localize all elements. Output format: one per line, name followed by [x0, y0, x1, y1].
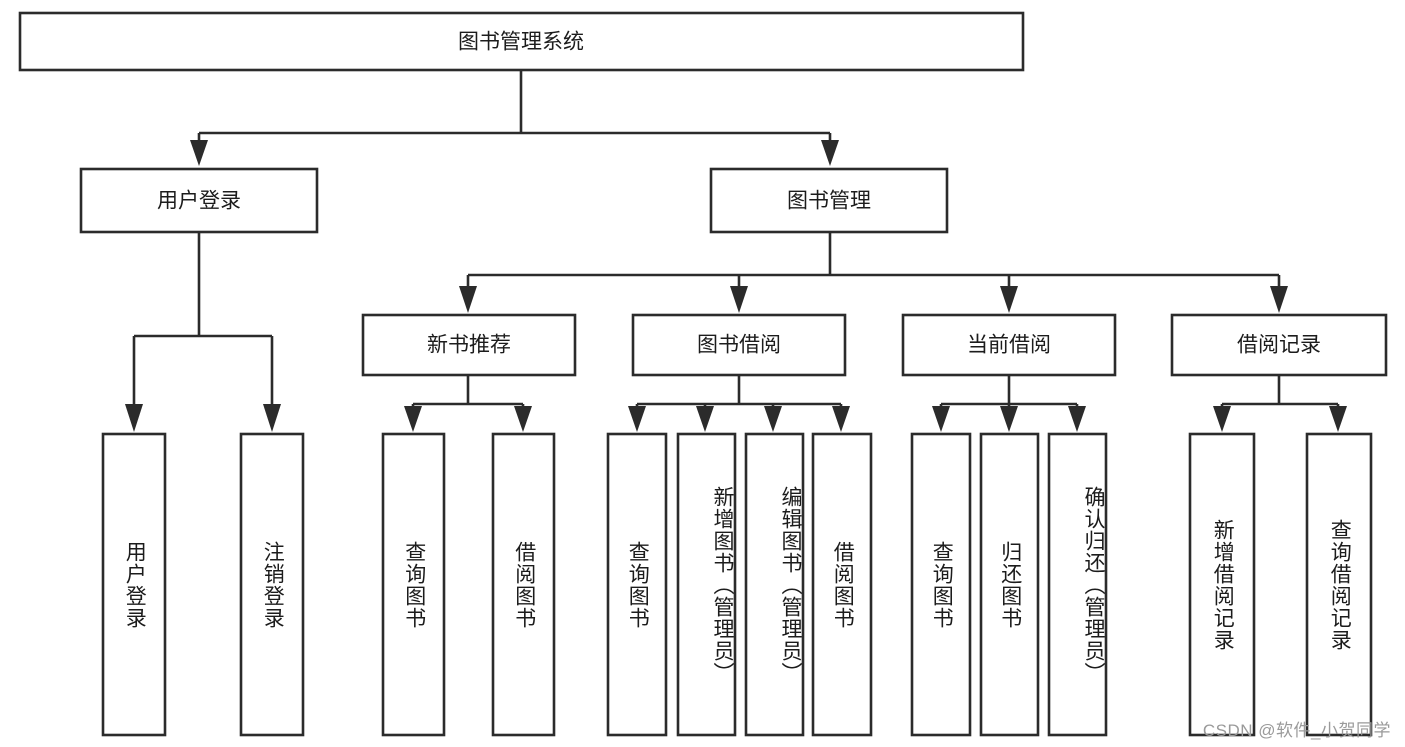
arrowhead-book-management: [821, 140, 839, 166]
leaf-box-user-logout[interactable]: [239, 432, 305, 737]
arrowhead-user-login: [190, 140, 208, 166]
arrowhead-leaf-return-book: [1000, 406, 1018, 432]
arrowhead-book-borrow: [730, 286, 748, 313]
watermark-text: CSDN @软件_小贺同学: [1202, 721, 1391, 740]
node-root-label: 图书管理系统: [458, 31, 584, 54]
arrowhead-leaf-edit-book: [764, 406, 782, 432]
leaf-box-query-record[interactable]: [1305, 432, 1373, 737]
node-book-management-label: 图书管理: [787, 190, 871, 213]
arrowhead-new-book-recommend: [459, 286, 477, 313]
arrowhead-leaf-query-record: [1329, 406, 1347, 432]
node-book-management[interactable]: [709, 167, 949, 234]
node-user-login-label: 用户登录: [157, 190, 241, 213]
leaf-box-query-book-1[interactable]: [381, 432, 446, 737]
node-user-login[interactable]: [79, 167, 319, 234]
arrowhead-leaf-query-book-3: [932, 406, 950, 432]
arrowhead-leaf-query-book-1: [404, 406, 422, 432]
leaf-box-borrow-book-2[interactable]: [811, 432, 873, 737]
arrowhead-leaf-user-login: [125, 404, 143, 432]
arrowhead-leaf-borrow-book-2: [832, 406, 850, 432]
node-root[interactable]: [18, 11, 1025, 72]
node-new-book-recommend-label: 新书推荐: [427, 334, 511, 357]
leaf-box-edit-book[interactable]: [744, 432, 805, 737]
node-new-book-recommend[interactable]: [361, 313, 577, 377]
leaf-box-return-book[interactable]: [979, 432, 1040, 737]
node-book-borrow-label: 图书借阅: [697, 334, 781, 357]
node-current-borrow[interactable]: [901, 313, 1117, 377]
node-borrow-record[interactable]: [1170, 313, 1388, 377]
node-current-borrow-label: 当前借阅: [967, 334, 1051, 357]
arrowhead-leaf-add-record: [1213, 406, 1231, 432]
leaf-box-user-login[interactable]: [101, 432, 167, 737]
node-borrow-record-label: 借阅记录: [1237, 334, 1321, 357]
leaf-box-confirm-return[interactable]: [1047, 432, 1108, 737]
arrowhead-leaf-add-book: [696, 406, 714, 432]
leaf-box-add-record[interactable]: [1188, 432, 1256, 737]
arrowhead-current-borrow: [1000, 286, 1018, 313]
arrowhead-leaf-user-logout: [263, 404, 281, 432]
leaf-box-query-book-2[interactable]: [606, 432, 668, 737]
leaf-box-query-book-3[interactable]: [910, 432, 972, 737]
leaf-box-borrow-book-1[interactable]: [491, 432, 556, 737]
arrowhead-borrow-record: [1270, 286, 1288, 313]
arrowhead-leaf-borrow-book-1: [514, 406, 532, 432]
arrowhead-leaf-query-book-2: [628, 406, 646, 432]
leaf-box-add-book[interactable]: [676, 432, 737, 737]
arrowhead-leaf-confirm-return: [1068, 406, 1086, 432]
node-book-borrow[interactable]: [631, 313, 847, 377]
